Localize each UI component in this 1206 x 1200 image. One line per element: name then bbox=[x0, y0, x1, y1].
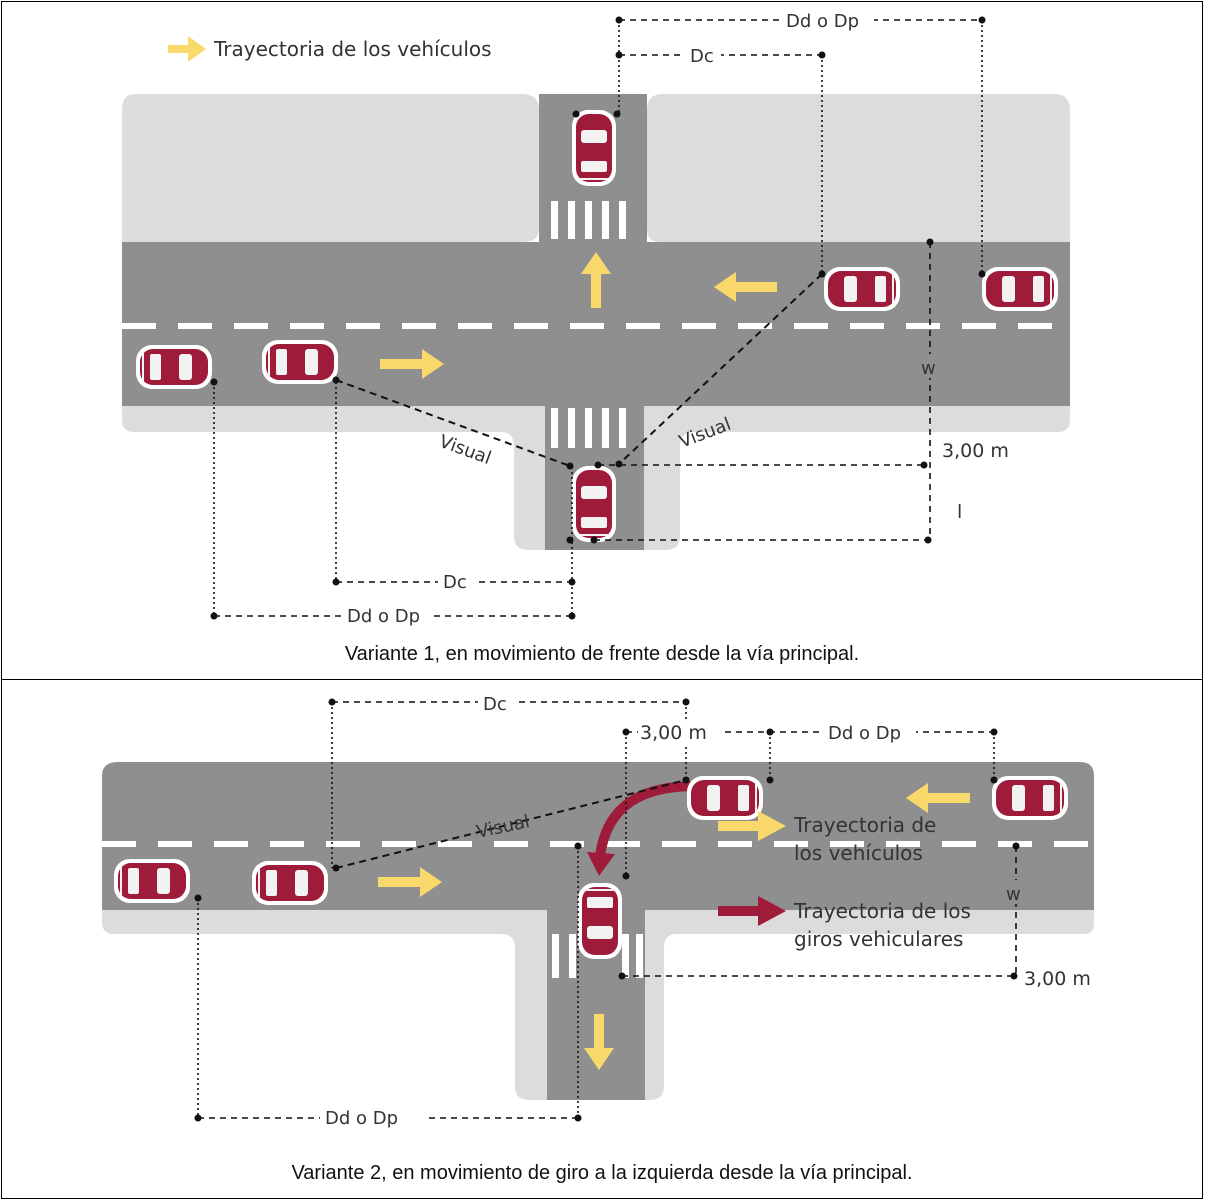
legend-turns-line1: Trayectoria de los bbox=[793, 899, 971, 923]
w-label: w bbox=[921, 358, 936, 379]
car-east-far bbox=[981, 266, 1059, 312]
car-west-near bbox=[251, 860, 329, 906]
car-east-near bbox=[823, 266, 901, 312]
three-m-label: 3,00 m bbox=[1024, 968, 1091, 990]
car-top bbox=[571, 109, 617, 187]
dimension-dots bbox=[210, 16, 986, 620]
dimension-lines bbox=[213, 19, 983, 617]
bottom-dim-short-label: Dc bbox=[443, 572, 467, 593]
main-road bbox=[102, 762, 1094, 910]
arrow-north-icon bbox=[581, 252, 611, 308]
top-dim-dp-label: Dd o Dp bbox=[828, 723, 901, 744]
sidewalk-top-right bbox=[647, 94, 1070, 242]
arrow-west-icon bbox=[714, 272, 777, 302]
turn-arrow-icon bbox=[595, 781, 697, 857]
variant1-caption: Variante 1, en movimiento de frente desd… bbox=[344, 643, 860, 665]
variant2-diagram: Dc 3,00 m Dd o Dp Visual w 3,00 m Dd o D… bbox=[102, 690, 1094, 1130]
top-dim-c-label: Dc bbox=[483, 694, 507, 715]
legend-arrow-icon bbox=[168, 36, 206, 62]
car-west-near bbox=[261, 339, 339, 385]
turn-arrowhead-icon bbox=[587, 852, 615, 876]
car-turning bbox=[686, 775, 764, 821]
sidewalk-top-left bbox=[122, 94, 539, 242]
car-west-far bbox=[113, 858, 191, 904]
three-m-top-label: 3,00 m bbox=[640, 722, 707, 744]
legend-label: Trayectoria de los vehículos bbox=[213, 37, 492, 61]
three-m-label: 3,00 m bbox=[942, 440, 1009, 462]
variant2-panel: Dc 3,00 m Dd o Dp Visual w 3,00 m Dd o D… bbox=[1, 679, 1203, 1199]
crosswalk-top bbox=[551, 201, 626, 239]
car-east bbox=[991, 775, 1069, 821]
arrow-south-icon bbox=[584, 1014, 614, 1070]
legend-vehicles-arrow-icon bbox=[718, 811, 786, 841]
car-bottom bbox=[571, 465, 617, 543]
top-dim-long-label: Dd o Dp bbox=[786, 11, 859, 32]
variant2-caption: Variante 2, en movimiento de giro a la i… bbox=[291, 1162, 913, 1184]
car-west-far bbox=[135, 344, 213, 390]
arrow-east-icon bbox=[378, 867, 442, 897]
crosswalk bbox=[552, 934, 643, 978]
legend-vehicles-line2: los vehículos bbox=[794, 841, 923, 865]
bottom-dim-long-label: Dd o Dp bbox=[347, 606, 420, 627]
car-cross bbox=[577, 882, 623, 960]
legend-turns-arrow-icon bbox=[718, 896, 786, 926]
variant1-panel: Trayectoria de los vehículos bbox=[1, 1, 1203, 680]
arrow-west-icon bbox=[906, 783, 970, 813]
variant1-diagram: Trayectoria de los vehículos bbox=[122, 8, 1070, 628]
crosswalk-bottom bbox=[551, 408, 626, 448]
arrow-east-icon bbox=[380, 349, 444, 379]
visual-left-label: Visual bbox=[436, 431, 494, 469]
l-label: l bbox=[957, 501, 962, 523]
dimension-dots bbox=[194, 698, 1020, 1122]
legend-turns-line2: giros vehiculares bbox=[794, 927, 963, 951]
w-label: w bbox=[1006, 884, 1021, 905]
legend-vehicles-line1: Trayectoria de bbox=[793, 813, 936, 837]
top-dim-short-label: Dc bbox=[690, 46, 714, 67]
bottom-dim-label: Dd o Dp bbox=[325, 1108, 398, 1129]
